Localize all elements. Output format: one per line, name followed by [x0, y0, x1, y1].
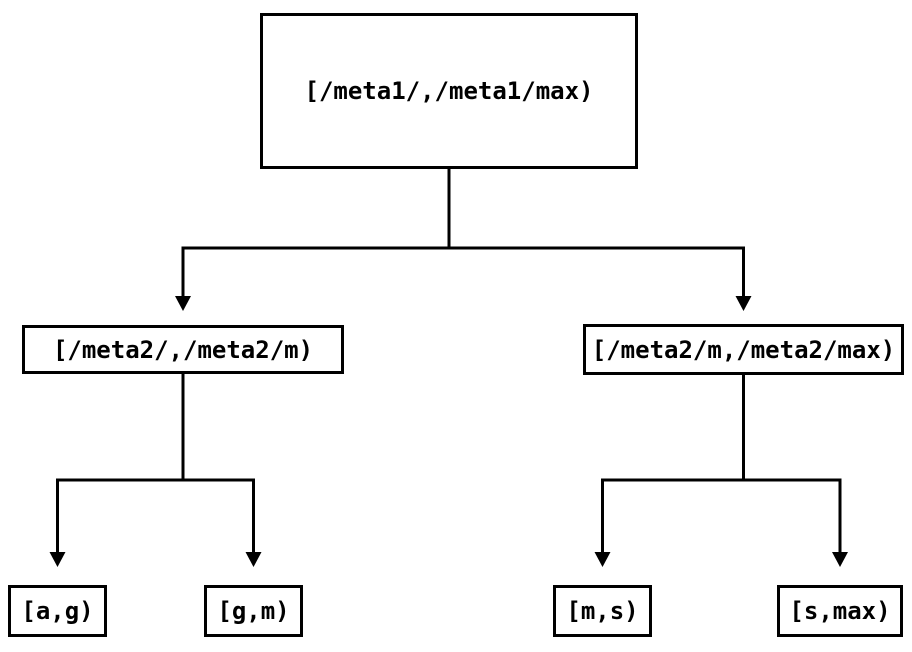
node-range-s-max-label: [s,max) — [789, 597, 891, 625]
node-meta2-low: [/meta2/,/meta2/m) — [22, 325, 344, 374]
node-meta2-high: [/meta2/m,/meta2/max) — [583, 324, 904, 375]
node-range-g-m-label: [g,m) — [217, 597, 290, 625]
node-range-g-m: [g,m) — [204, 585, 303, 637]
node-root-label: [/meta1/,/meta1/max) — [304, 77, 594, 105]
node-meta2-low-label: [/meta2/,/meta2/m) — [52, 335, 314, 364]
node-range-a-g-label: [a,g) — [21, 597, 94, 625]
edge-meta2-high-to-leaves — [594, 374, 848, 567]
node-range-a-g: [a,g) — [8, 585, 107, 637]
arrowhead-down-icon — [49, 552, 66, 567]
edge-meta2-low-to-leaves — [49, 374, 262, 567]
edge-root-branch — [181, 246, 745, 297]
arrowhead-down-icon — [175, 296, 191, 311]
arrowhead-down-icon — [594, 552, 611, 567]
arrowhead-down-icon — [832, 552, 848, 567]
edge-meta2-low-branch — [56, 478, 255, 553]
node-range-m-s-label: [m,s) — [566, 597, 639, 625]
edge-meta2-high-branch — [601, 478, 842, 553]
arrowhead-down-icon — [735, 296, 752, 311]
arrowhead-down-icon — [245, 552, 262, 567]
node-range-m-s: [m,s) — [553, 585, 652, 637]
node-root: [/meta1/,/meta1/max) — [260, 13, 638, 169]
node-meta2-high-label: [/meta2/m,/meta2/max) — [591, 335, 896, 364]
edge-root-to-meta2 — [175, 169, 752, 311]
node-range-s-max: [s,max) — [777, 585, 903, 637]
